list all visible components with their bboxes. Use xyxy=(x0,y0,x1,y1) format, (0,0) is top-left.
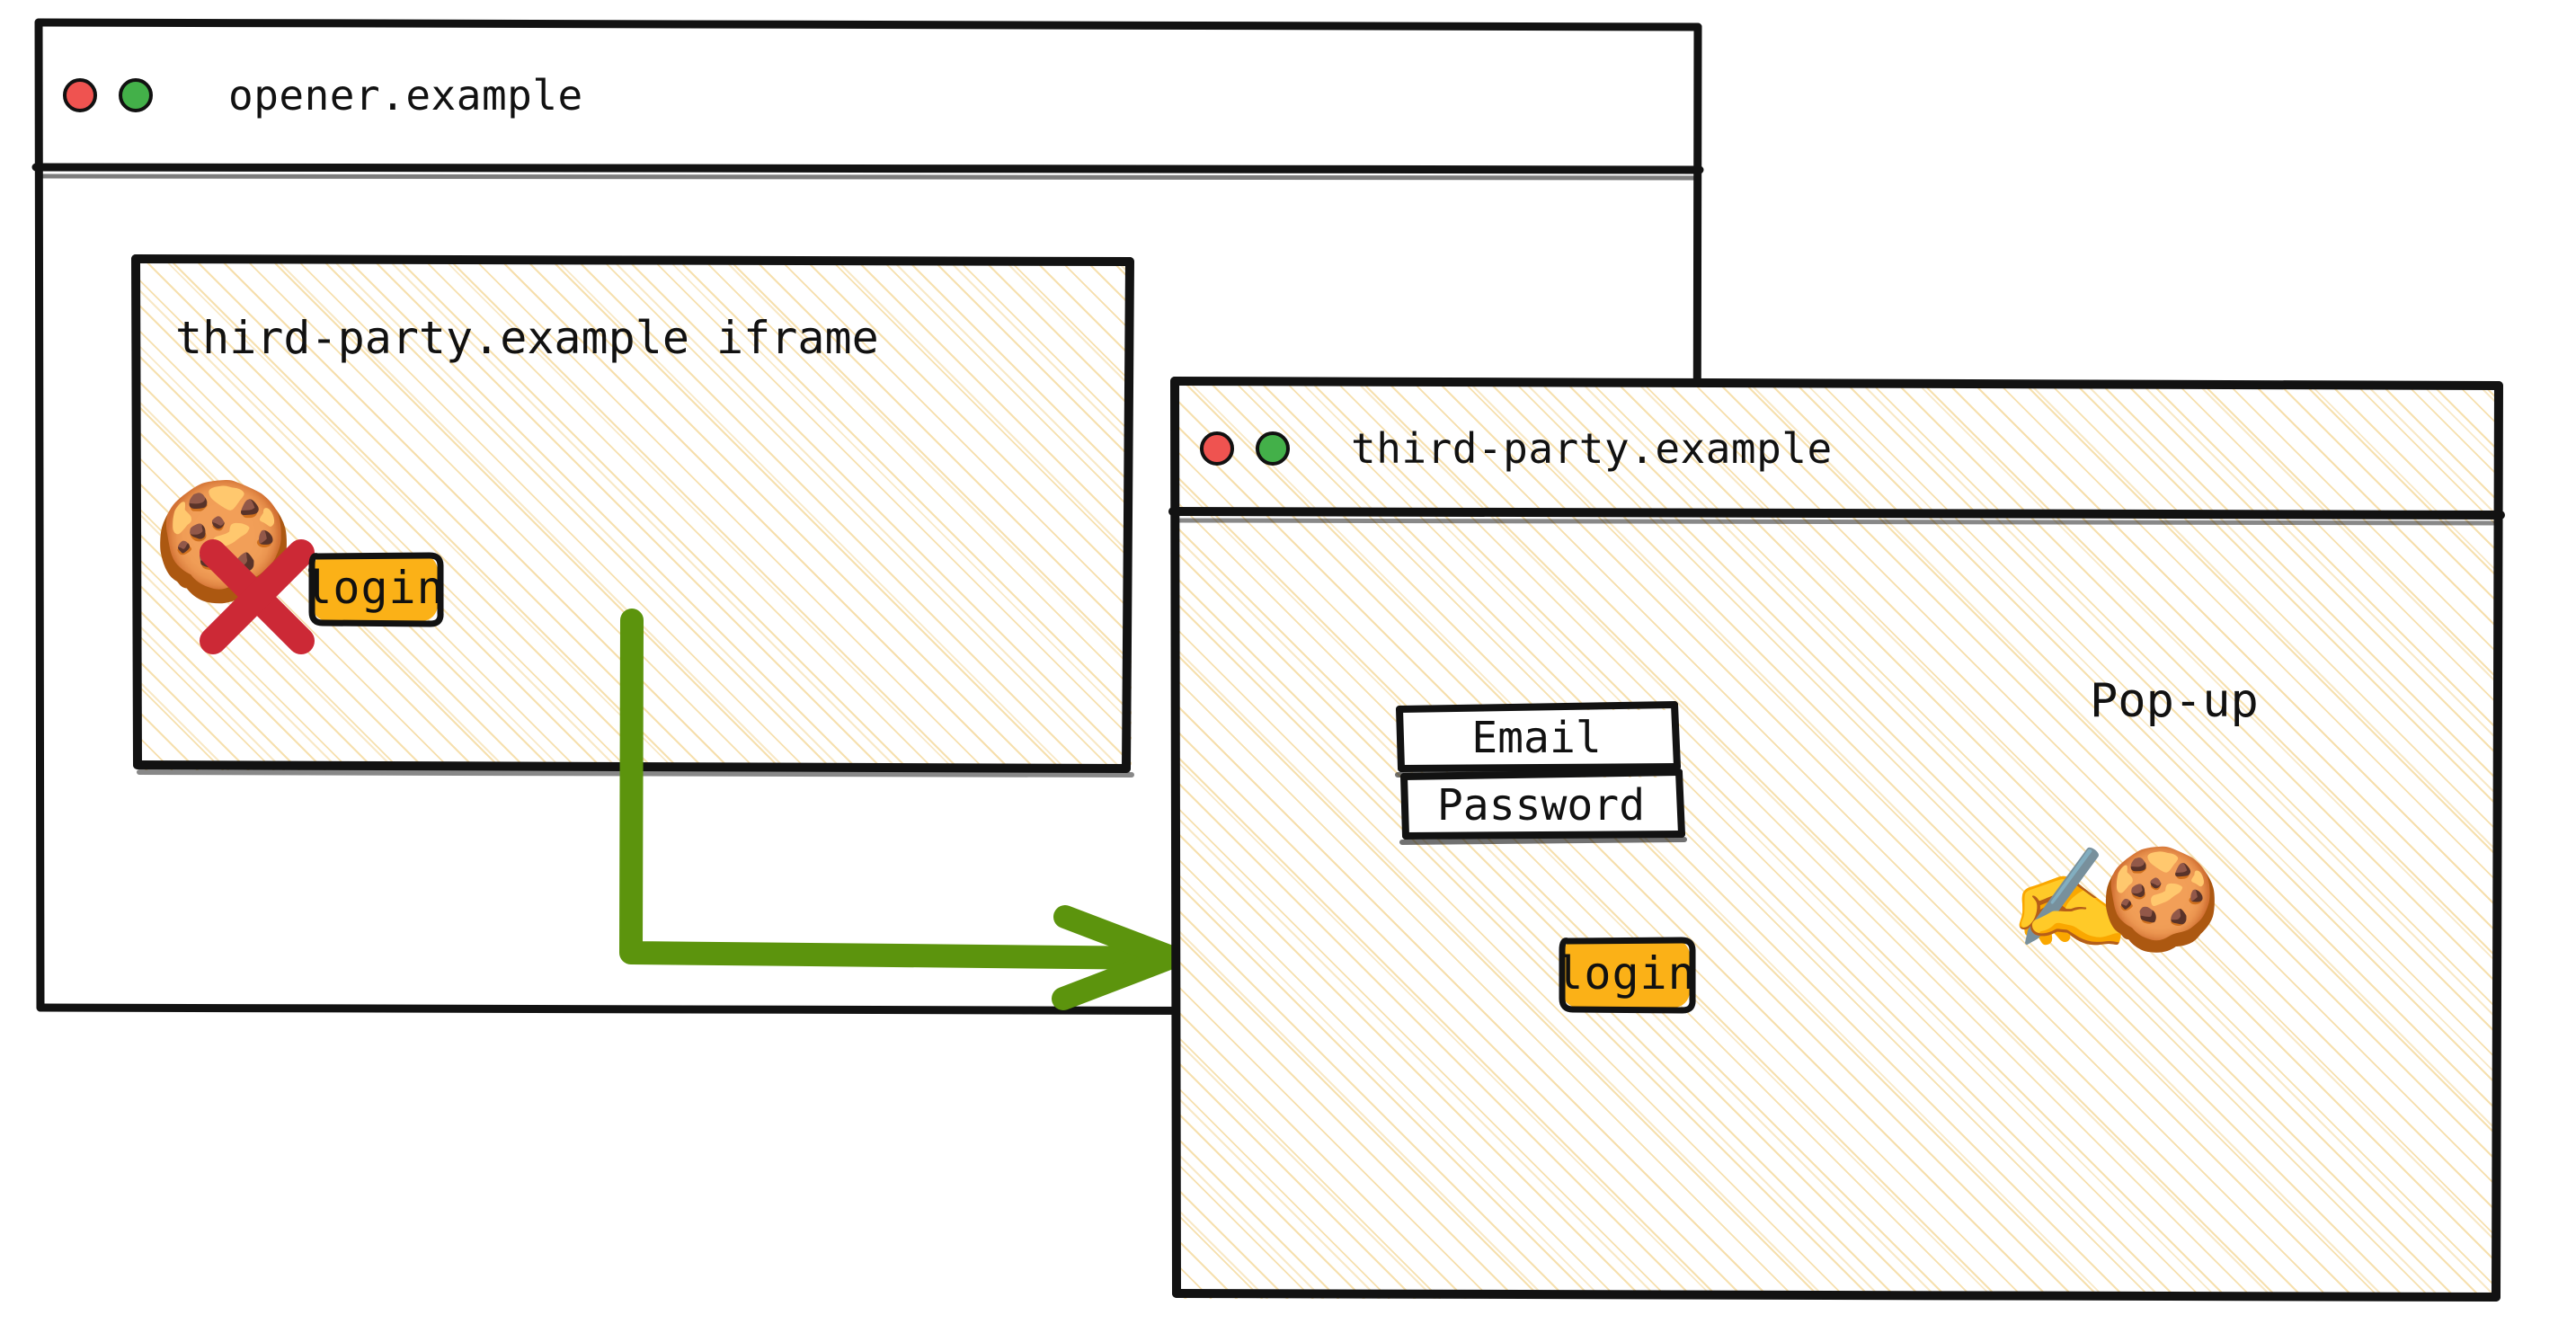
email-field[interactable]: Email xyxy=(1399,710,1674,766)
iframe-label: third-party.example iframe xyxy=(175,312,879,364)
opener-window-title: opener.example xyxy=(228,71,583,120)
popup-window-frame xyxy=(1168,377,2505,1302)
popup-traffic-lights[interactable] xyxy=(1200,431,1290,466)
red-cross-icon xyxy=(200,539,315,654)
maximize-dot[interactable] xyxy=(119,78,153,112)
popup-titlebar: third-party.example xyxy=(1173,382,2500,515)
opener-titlebar: opener.example xyxy=(38,24,1699,166)
popup-annotation: Pop-up xyxy=(2090,674,2259,728)
cookie-icon: 🍪 xyxy=(2099,841,2222,956)
opener-traffic-lights[interactable] xyxy=(63,78,153,112)
password-field[interactable]: Password xyxy=(1404,778,1678,833)
iframe-login-button[interactable]: login xyxy=(305,555,444,621)
writing-hand-icon: ✍️ xyxy=(2009,841,2132,956)
close-dot[interactable] xyxy=(63,78,97,112)
cookie-blocked-icon: 🍪 xyxy=(148,484,355,655)
close-dot[interactable] xyxy=(1200,431,1234,466)
maximize-dot[interactable] xyxy=(1256,431,1290,466)
popup-window-title: third-party.example xyxy=(1351,424,1833,473)
popup-window: third-party.example Pop-up Email Passwor… xyxy=(1168,377,2505,1302)
third-party-iframe: third-party.example iframe 🍪 login xyxy=(131,254,1134,778)
popup-login-button[interactable]: login xyxy=(1556,939,1695,1008)
